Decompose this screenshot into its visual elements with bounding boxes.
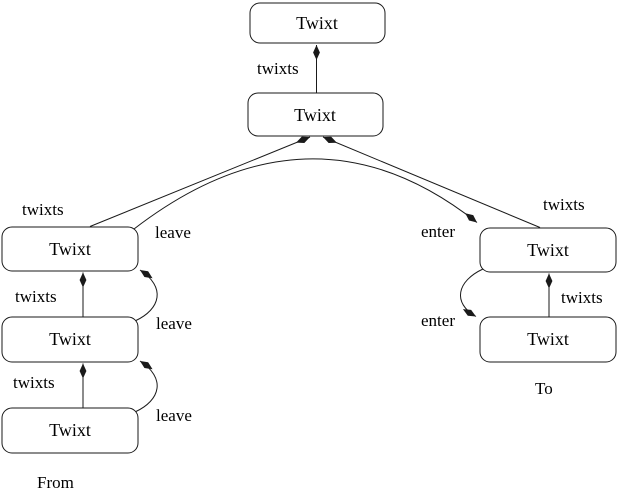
label-from-middle-leave: leave xyxy=(156,314,192,333)
node-from-top-label: Twixt xyxy=(49,239,91,259)
label-to-top-twixts: twixts xyxy=(543,195,585,214)
label-from-bottom-twixts: twixts xyxy=(13,373,55,392)
node-from-bottom-label: Twixt xyxy=(49,420,91,440)
node-root-label: Twixt xyxy=(296,13,338,33)
node-to-bottom: Twixt xyxy=(479,316,617,363)
node-from-bottom: Twixt xyxy=(1,407,139,454)
edge-labels: twixts twixts twixts twixts twixts twixt… xyxy=(13,59,603,425)
node-hub-label: Twixt xyxy=(294,105,336,125)
edge-arch-from-top-to-to-top xyxy=(133,158,478,230)
node-from-middle-label: Twixt xyxy=(49,329,91,349)
caption-to: To xyxy=(535,379,553,398)
label-arch-leave: leave xyxy=(155,223,191,242)
edges xyxy=(79,45,553,413)
label-to-bottom-twixts: twixts xyxy=(561,288,603,307)
nodes: Twixt Twixt Twixt Twixt Twixt Twixt xyxy=(1,2,617,454)
label-to-bottom-enter: enter xyxy=(421,311,455,330)
node-hub-box xyxy=(247,92,384,137)
captions: From To xyxy=(37,379,553,490)
node-root-box xyxy=(249,2,386,44)
node-from-top: Twixt xyxy=(1,226,139,272)
label-arch-enter: enter xyxy=(421,222,455,241)
label-hub-root-twixts: twixts xyxy=(257,59,299,78)
node-hub: Twixt xyxy=(247,92,384,137)
label-from-top-twixts: twixts xyxy=(22,200,64,219)
node-from-bottom-box xyxy=(1,407,139,454)
node-from-top-box xyxy=(1,226,139,272)
node-to-top: Twixt xyxy=(479,227,617,273)
edge-to-top-to-to-bottom-enter xyxy=(459,268,484,317)
node-to-top-label: Twixt xyxy=(527,240,569,260)
label-from-middle-twixts: twixts xyxy=(15,287,57,306)
label-from-bottom-leave: leave xyxy=(156,406,192,425)
node-from-middle-box xyxy=(1,316,139,363)
edge-from-bottom-to-from-middle-leave xyxy=(134,360,158,413)
edge-from-middle-to-from-top-leave xyxy=(134,269,158,322)
caption-from: From xyxy=(37,473,74,490)
node-to-top-box xyxy=(479,227,617,273)
edge-to-top-to-hub xyxy=(322,136,541,228)
node-to-bottom-label: Twixt xyxy=(527,329,569,349)
node-root: Twixt xyxy=(249,2,386,44)
edge-from-top-to-hub xyxy=(89,136,311,227)
node-to-bottom-box xyxy=(479,316,617,363)
node-from-middle: Twixt xyxy=(1,316,139,363)
